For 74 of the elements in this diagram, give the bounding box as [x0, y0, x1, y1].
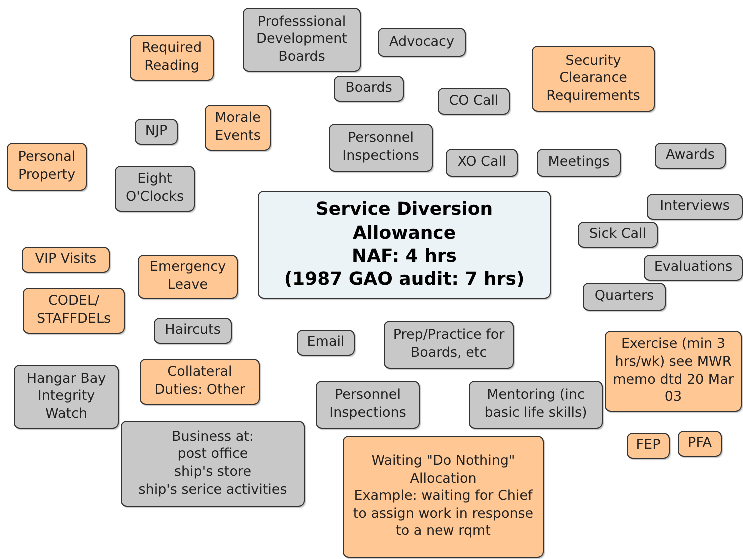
topic-box [329, 124, 433, 172]
box-text: Business at: [172, 428, 254, 446]
box-text: Mentoring (inc basic life skills) [484, 387, 588, 423]
box-text: (1987 GAO audit: 7 hrs) [284, 268, 525, 292]
box-text: Hangar Bay Integrity Watch [26, 370, 108, 424]
topic-box [14, 365, 119, 429]
topic-box [605, 331, 742, 412]
box-text: Evaluations [654, 259, 733, 277]
topic-box [678, 431, 722, 457]
topic-box [647, 194, 743, 220]
box-text: ship's store [174, 464, 252, 482]
box-text: post office [178, 446, 248, 464]
box-text: Sick Call [589, 226, 647, 244]
box-text: NAF: 4 hrs [352, 245, 457, 268]
topic-box [532, 46, 655, 112]
box-text: Meetings [548, 154, 610, 172]
box-text: Required Reading [140, 40, 204, 76]
topic-box [446, 149, 518, 177]
box-text: VIP Visits [35, 251, 97, 269]
box-text: Morale Events [214, 110, 262, 146]
topic-box [334, 76, 404, 102]
topic-box [22, 247, 110, 273]
topic-box [384, 321, 514, 369]
box-text: FEP [636, 437, 661, 455]
topic-box [154, 318, 232, 344]
box-text: Awards [666, 147, 715, 165]
box-text: Interviews [660, 198, 730, 216]
topic-box [469, 381, 603, 429]
topic-box [135, 119, 178, 145]
topic-box [130, 35, 214, 81]
box-text: Boards [346, 80, 392, 98]
box-text: Professsional Development Boards [256, 14, 348, 66]
box-text: Collateral Duties: Other [154, 364, 246, 400]
box-text: Prep/Practice for Boards, etc [392, 327, 506, 363]
box-text: Email [307, 334, 345, 352]
box-text: CO Call [449, 92, 499, 110]
topic-box [578, 222, 658, 248]
topic-box [205, 105, 271, 151]
topic-box [297, 330, 355, 356]
topic-box [378, 28, 466, 57]
box-text: Emergency Leave [148, 259, 228, 295]
box-text: NJP [145, 123, 168, 141]
topic-box [243, 8, 361, 72]
topic-box [138, 255, 238, 299]
topic-box [537, 149, 621, 177]
topic-box [121, 421, 305, 507]
box-text: Example: waiting for Chief to assign work in response to a new rqmt [352, 488, 535, 541]
box-text: Exercise (min 3 hrs/wk) see MWR memo dtd 20 Mar 03 [612, 336, 735, 407]
box-text: Advocacy [390, 34, 454, 52]
topic-box [583, 283, 666, 311]
topic-box [23, 288, 125, 334]
topic-box [7, 143, 87, 191]
topic-box [115, 166, 195, 212]
box-text: Waiting "Do Nothing" Allocation [370, 453, 516, 488]
box-text: PFA [688, 435, 712, 453]
box-text: Personal Property [17, 149, 77, 185]
box-text: Eight O'Clocks [124, 171, 186, 207]
box-text: Security Clearance Requirements [546, 52, 642, 106]
topic-box [343, 436, 544, 558]
topic-box [627, 433, 670, 459]
topic-box [438, 88, 510, 115]
box-text: Haircuts [165, 322, 221, 340]
box-text: Service Diversion Allowance [314, 198, 494, 245]
box-text: CODEL/ STAFFDELs [36, 293, 112, 329]
box-text: XO Call [458, 154, 506, 172]
box-text: ship's serice activities [138, 482, 288, 500]
box-text: Personnel Inspections [342, 130, 420, 166]
box-text: Quarters [594, 288, 654, 306]
box-text: Personnel Inspections [328, 387, 408, 423]
topic-box [258, 191, 551, 299]
topic-box [644, 255, 743, 281]
topic-box [316, 381, 420, 429]
topic-box [655, 143, 726, 169]
topic-box [140, 359, 260, 405]
